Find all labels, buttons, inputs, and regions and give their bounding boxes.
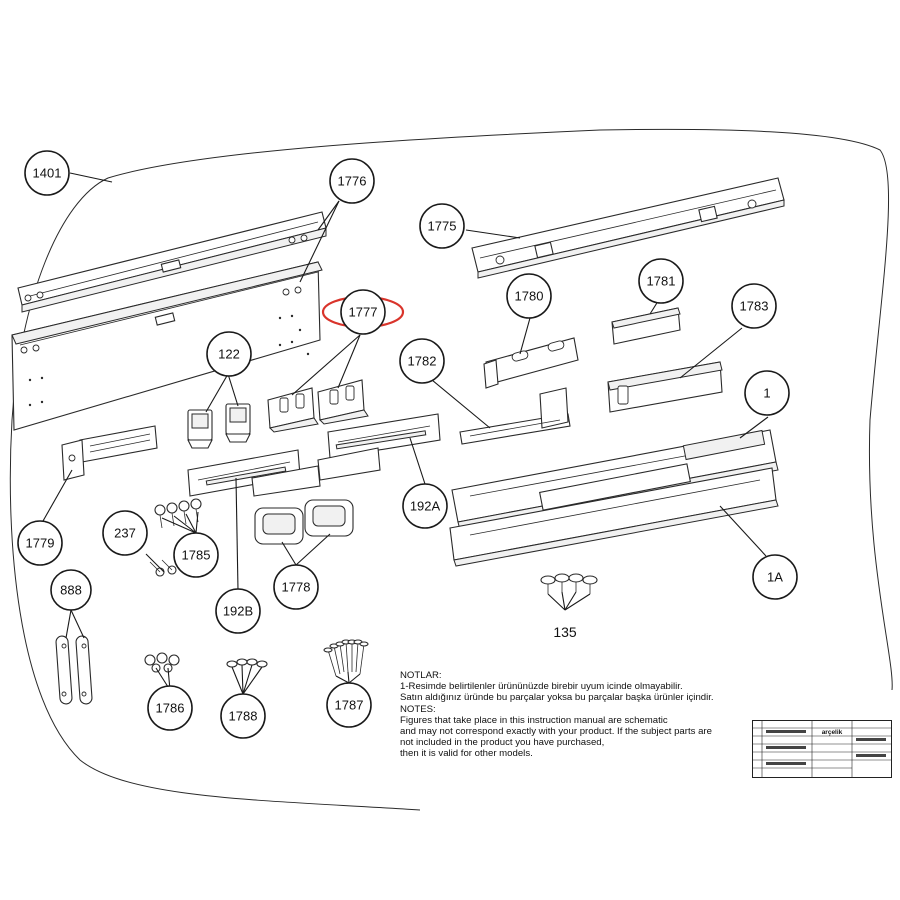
callout-122[interactable]: 122 [206,331,252,377]
callout-label: 192A [410,499,441,514]
callout-label: 1787 [335,698,364,713]
part-1401-panel-holes [28,314,310,407]
part-1-profiles [449,429,779,567]
boundary-outline [9,128,893,811]
notes-line-tr-2: Satın aldığınız üründe bu parçalar yoksa… [400,692,714,704]
callout-label: 192B [223,604,253,619]
callout-1778[interactable]: 1778 [273,564,319,610]
part-1780-latch [483,337,579,389]
callout-135[interactable]: 135 [553,624,577,640]
title-block-logo: arçelik [822,729,843,736]
part-1786-screws [144,652,180,673]
callout-label: 888 [60,583,82,598]
callout-1788[interactable]: 1788 [220,693,266,739]
part-192-brackets [187,413,441,497]
callout-1786[interactable]: 1786 [147,685,193,731]
callout-label: 1 [763,386,770,401]
callout-label: 1779 [26,536,55,551]
part-1777-brackets [267,379,369,433]
part-1779-slide [61,425,158,481]
notes-heading-en: NOTES: [400,703,436,715]
callout-192A[interactable]: 192A [402,483,448,529]
part-135-screws [540,573,598,594]
callout-237[interactable]: 237 [102,510,148,556]
callout-1781[interactable]: 1781 [638,258,684,304]
callout-1780[interactable]: 1780 [506,273,552,319]
callout-label: 237 [114,526,136,541]
part-1785-screws [154,498,202,529]
callout-1[interactable]: 1 [744,370,790,416]
part-888-straps [55,635,93,705]
callout-label: 1778 [282,580,311,595]
callout-label: 135 [553,624,577,640]
callout-1787[interactable]: 1787 [326,682,372,728]
callout-label: 122 [218,347,240,362]
callout-1775[interactable]: 1775 [419,203,465,249]
callout-1779[interactable]: 1779 [17,520,63,566]
notes-line-en-1: Figures that take place in this instruct… [400,714,668,726]
callout-label: 1401 [33,166,62,181]
part-1778-handles [254,499,354,545]
callout-label: 1786 [156,701,185,716]
part-122-clips [187,403,251,449]
part-1782-guide [459,387,571,445]
callout-label: 1785 [182,548,211,563]
callout-1401[interactable]: 1401 [24,150,70,196]
callout-label: 1780 [515,289,544,304]
callout-label: 1776 [338,174,367,189]
callout-label: 1782 [408,354,437,369]
notes-line-en-2: and may not correspond exactly with your… [400,726,712,738]
callout-1785[interactable]: 1785 [173,532,219,578]
part-1787-nails [323,639,369,677]
leader-lines [42,172,769,695]
callout-label: 1781 [647,274,676,289]
callout-1783[interactable]: 1783 [731,283,777,329]
callout-192B[interactable]: 192B [215,588,261,634]
callout-1A[interactable]: 1A [752,554,798,600]
notes-line-tr-1: 1-Resimde belirtilenler ürününüzde bireb… [400,681,683,693]
notes-line-en-4: then it is valid for other models. [400,748,533,760]
part-1788-screws [226,658,268,668]
part-1775-rail [471,177,785,279]
notes-heading-tr: NOTLAR: [400,670,442,681]
callout-1776[interactable]: 1776 [329,158,375,204]
title-block: arçelik [752,720,892,778]
callout-888[interactable]: 888 [50,569,92,611]
callout-label: 1777 [349,305,378,320]
callout-1777[interactable]: 1777 [340,289,386,335]
notes-line-en-3: not included in the product you have pur… [400,737,605,749]
part-1783-channel [607,361,723,413]
part-1781-plate [611,307,681,345]
callout-label: 1775 [428,219,457,234]
notes-block: NOTLAR: 1-Resimde belirtilenler ürününüz… [400,670,745,760]
callout-1782[interactable]: 1782 [399,338,445,384]
callout-label: 1783 [740,299,769,314]
callout-label: 1A [767,570,783,585]
part-1776-rails [11,211,327,431]
callout-label: 1788 [229,709,258,724]
